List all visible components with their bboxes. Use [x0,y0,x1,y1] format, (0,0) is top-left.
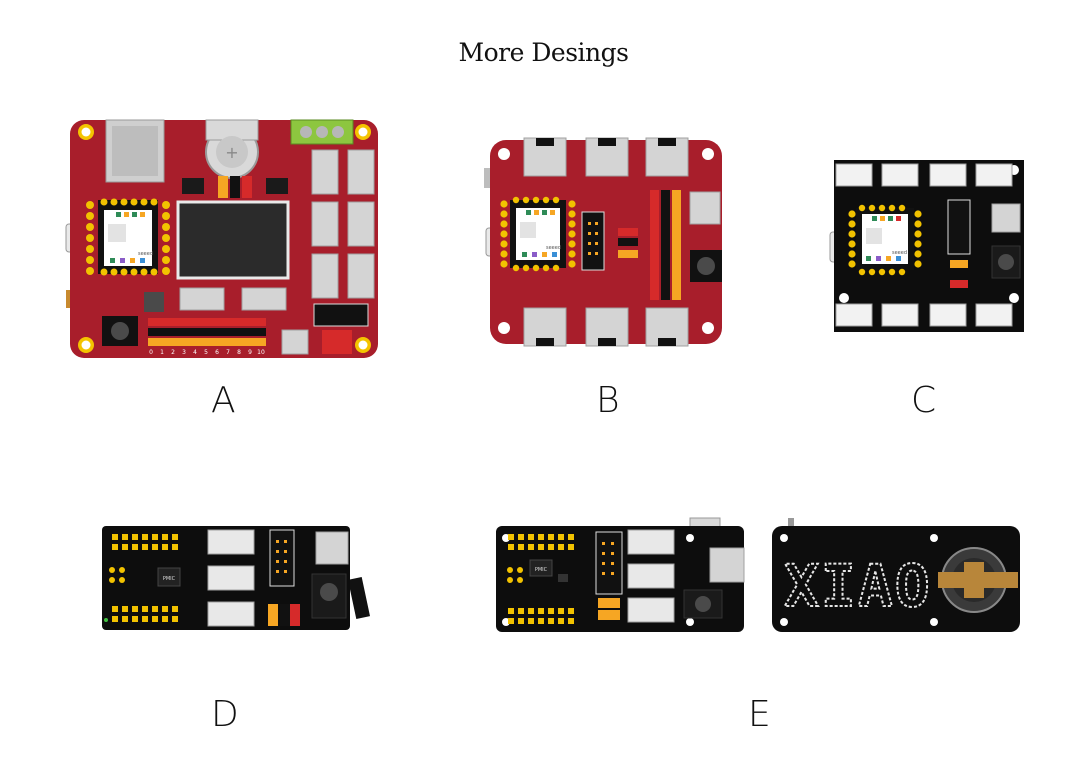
label-a: A [211,380,236,421]
a-pin-7: 7 [226,349,230,356]
a-pin-9: 9 [248,349,252,356]
a-pin-6: 6 [215,349,219,356]
a-pin-8: 8 [237,349,241,356]
svg-text:+: + [225,143,238,162]
a-seeed-text: seeed [138,251,153,257]
board-b: seeed [484,137,722,347]
board-d: PMIC [102,526,371,630]
a-pin-3: 3 [182,349,186,356]
label-c: C [911,380,937,421]
page-title: More Desings [458,38,629,67]
a-pin-10: 10 [257,349,265,356]
a-pin-1: 1 [160,349,164,356]
board-e-back: XIAO [772,518,1020,632]
board-c: seeed [829,160,1024,332]
a-pin-5: 5 [204,349,208,356]
a-pin-2: 2 [171,349,175,356]
xiao-logo-text: XIAO [784,552,932,620]
d-pmic-label: PMIC [163,576,176,582]
a-xiao-module: seeed [86,198,170,276]
a-pin-0: 0 [149,349,153,356]
label-b: B [596,380,620,421]
b-seeed-text: seeed [546,245,561,251]
board-e-front: PMIC [496,517,745,632]
c-seeed-text: seeed [892,250,907,256]
a-pin-4: 4 [193,349,197,356]
label-d: D [211,694,239,735]
label-e: E [748,694,771,735]
board-a: + seeed 0 1 2 3 [65,119,378,358]
e-pmic-label: PMIC [535,567,548,573]
